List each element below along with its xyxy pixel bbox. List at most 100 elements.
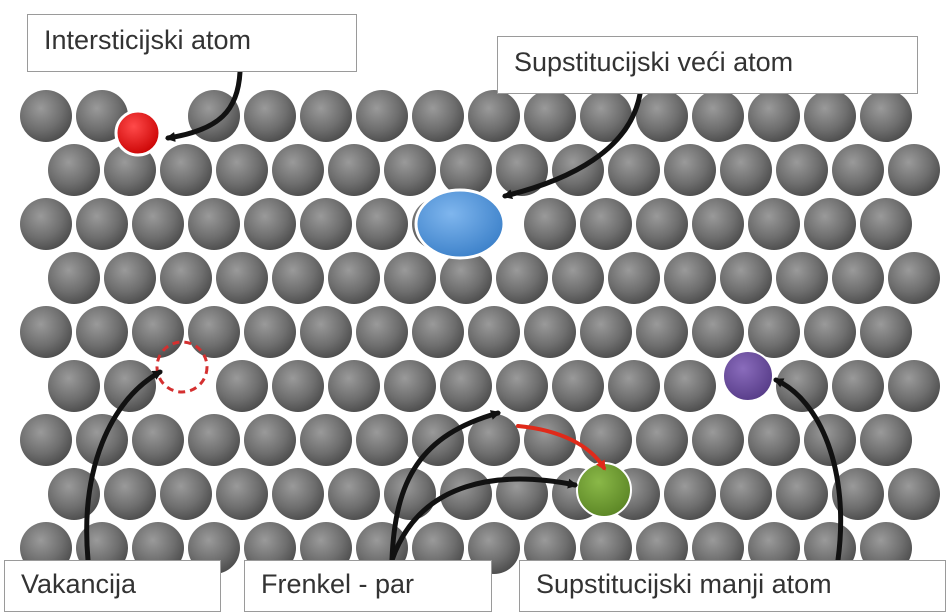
- host-atom: [300, 90, 352, 142]
- host-atom: [580, 414, 632, 466]
- host-atom: [132, 414, 184, 466]
- host-atom: [552, 360, 604, 412]
- host-atom: [468, 90, 520, 142]
- interstitial-atom: [114, 109, 162, 157]
- host-atom: [776, 360, 828, 412]
- host-atom: [440, 252, 492, 304]
- host-atom: [608, 252, 660, 304]
- interstitial-atom-label-text: Intersticijski atom: [44, 25, 252, 55]
- host-atom: [328, 252, 380, 304]
- host-atom: [384, 144, 436, 196]
- host-atom: [328, 144, 380, 196]
- host-atom: [692, 198, 744, 250]
- host-atom: [804, 306, 856, 358]
- host-atom: [244, 306, 296, 358]
- host-atom: [636, 198, 688, 250]
- host-atom: [720, 468, 772, 520]
- host-atom: [832, 144, 884, 196]
- host-atom: [608, 360, 660, 412]
- frenkel-pair-label-text: Frenkel - par: [261, 569, 415, 599]
- host-atom: [104, 144, 156, 196]
- host-atom: [888, 144, 940, 196]
- host-atom: [664, 252, 716, 304]
- substitutional-larger-atom-label-text: Supstitucijski veći atom: [514, 47, 794, 77]
- host-atom: [496, 468, 548, 520]
- host-atom: [300, 414, 352, 466]
- host-atom: [244, 90, 296, 142]
- smaller-atom-arrow: [773, 377, 844, 563]
- host-atom: [384, 252, 436, 304]
- host-atom: [468, 414, 520, 466]
- host-atom: [580, 198, 632, 250]
- host-atom: [384, 360, 436, 412]
- host-atom: [692, 414, 744, 466]
- host-atom: [636, 306, 688, 358]
- frenkel-displaced-atom: [576, 462, 632, 518]
- host-atom: [20, 306, 72, 358]
- host-atom: [20, 198, 72, 250]
- host-atom: [272, 144, 324, 196]
- host-atom: [776, 252, 828, 304]
- host-atom: [104, 360, 156, 412]
- host-atom: [272, 252, 324, 304]
- host-atom: [664, 360, 716, 412]
- host-atom: [412, 90, 464, 142]
- host-atom: [524, 90, 576, 142]
- host-atom: [748, 306, 800, 358]
- host-atom: [48, 360, 100, 412]
- host-atom: [888, 252, 940, 304]
- host-atom: [832, 252, 884, 304]
- host-atom: [216, 144, 268, 196]
- host-atom: [300, 198, 352, 250]
- host-atom: [524, 198, 576, 250]
- host-atom: [328, 468, 380, 520]
- host-atom: [188, 306, 240, 358]
- host-atom: [832, 468, 884, 520]
- host-atom: [860, 90, 912, 142]
- host-atom: [356, 414, 408, 466]
- host-atom: [216, 468, 268, 520]
- host-atom: [216, 360, 268, 412]
- frenkel-interstitial-arrow: [389, 476, 578, 563]
- host-atom: [888, 468, 940, 520]
- substitutional-larger-atom-label: Supstitucijski veći atom: [497, 36, 918, 94]
- host-atom: [48, 144, 100, 196]
- host-atom: [356, 90, 408, 142]
- vacancy-site: [155, 340, 209, 394]
- host-atom: [160, 144, 212, 196]
- host-atom: [76, 198, 128, 250]
- frenkel-displacement-arrow: [516, 424, 606, 471]
- host-atom: [188, 414, 240, 466]
- host-atom: [860, 414, 912, 466]
- interstitial-arrow: [165, 69, 243, 142]
- host-atom: [776, 144, 828, 196]
- host-atom: [580, 90, 632, 142]
- host-atom: [804, 414, 856, 466]
- larger-atom-arrow: [502, 91, 643, 200]
- host-atom: [496, 252, 548, 304]
- host-atom: [76, 306, 128, 358]
- host-atom: [272, 468, 324, 520]
- substitutional-smaller-atom: [722, 350, 774, 402]
- host-atom: [160, 252, 212, 304]
- host-atom: [300, 306, 352, 358]
- interstitial-atom-label: Intersticijski atom: [27, 14, 357, 72]
- host-atom: [776, 468, 828, 520]
- host-atom: [468, 306, 520, 358]
- host-atom: [440, 360, 492, 412]
- host-atom: [748, 90, 800, 142]
- host-atom: [720, 144, 772, 196]
- vacancy-arrow: [84, 369, 163, 563]
- host-atom: [748, 414, 800, 466]
- host-atom: [664, 468, 716, 520]
- frenkel-vacancy-arrow: [389, 410, 501, 563]
- host-atom: [804, 90, 856, 142]
- host-atom: [440, 144, 492, 196]
- host-atom: [160, 468, 212, 520]
- host-atom: [692, 90, 744, 142]
- host-atom: [356, 306, 408, 358]
- host-atom: [832, 360, 884, 412]
- substitutional-smaller-atom-label-text: Supstitucijski manji atom: [536, 569, 832, 599]
